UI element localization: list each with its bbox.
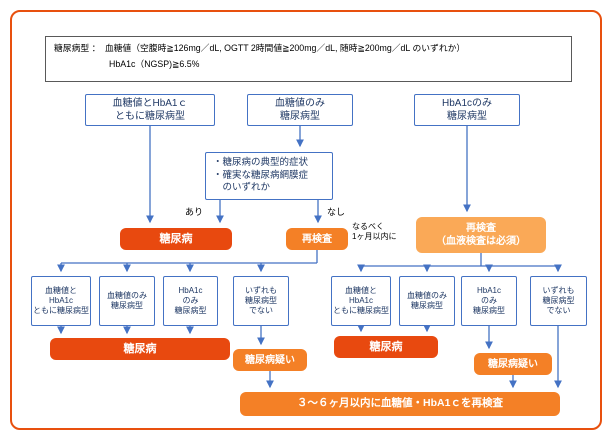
node-result-both-type-1: 血糖値と HbA1c ともに糖尿病型 — [31, 276, 91, 326]
definition-line2: HbA1c（NGSP)≧6.5% — [109, 59, 200, 70]
label-within-one-month: なるべく 1ヶ月以内に — [352, 222, 397, 241]
node-result-hba1c-only-2: HbA1c のみ 糖尿病型 — [461, 276, 517, 326]
node-result-glucose-only-2: 血糖値のみ 糖尿病型 — [399, 276, 455, 326]
node-suspected-diabetes-left: 糖尿病疑い — [233, 349, 307, 371]
node-result-hba1c-only-1: HbA1c のみ 糖尿病型 — [163, 276, 218, 326]
node-glucose-only-type: 血糖値のみ 糖尿病型 — [247, 94, 353, 126]
node-result-neither-2: いずれも 糖尿病型 でない — [530, 276, 587, 326]
node-suspected-diabetes-right: 糖尿病疑い — [474, 353, 552, 375]
outer-frame — [10, 10, 602, 430]
node-result-both-type-2: 血糖値と HbA1c ともに糖尿病型 — [331, 276, 391, 326]
label-no: なし — [327, 207, 346, 217]
node-diabetes-left: 糖尿病 — [50, 338, 230, 360]
node-hba1c-only-type: HbA1cのみ 糖尿病型 — [414, 94, 520, 126]
node-retest-within-3-6-months: ３〜６ヶ月以内に血糖値・HbA1ｃを再検査 — [240, 392, 560, 416]
definition-box: 糖尿病型 ： 血糖値（空腹時≧126mg／dL, OGTT 2時間値≧200mg… — [45, 36, 572, 82]
node-recheck-blood-test-required: 再検査 （血液検査は必須） — [416, 217, 546, 253]
node-diabetes-right: 糖尿病 — [334, 336, 438, 358]
definition-line1: 糖尿病型 ： 血糖値（空腹時≧126mg／dL, OGTT 2時間値≧200mg… — [54, 43, 466, 53]
node-recheck: 再検査 — [286, 228, 348, 250]
node-both-diabetic-type: 血糖値とHbA1ｃ ともに糖尿病型 — [85, 94, 215, 126]
node-diabetes: 糖尿病 — [120, 228, 232, 250]
node-result-glucose-only-1: 血糖値のみ 糖尿病型 — [99, 276, 155, 326]
label-yes: あり — [185, 207, 204, 217]
node-symptom-check: ・糖尿病の典型的症状 ・確実な糖尿病網膜症 のいずれか — [205, 152, 333, 200]
node-result-neither-1: いずれも 糖尿病型 でない — [233, 276, 289, 326]
